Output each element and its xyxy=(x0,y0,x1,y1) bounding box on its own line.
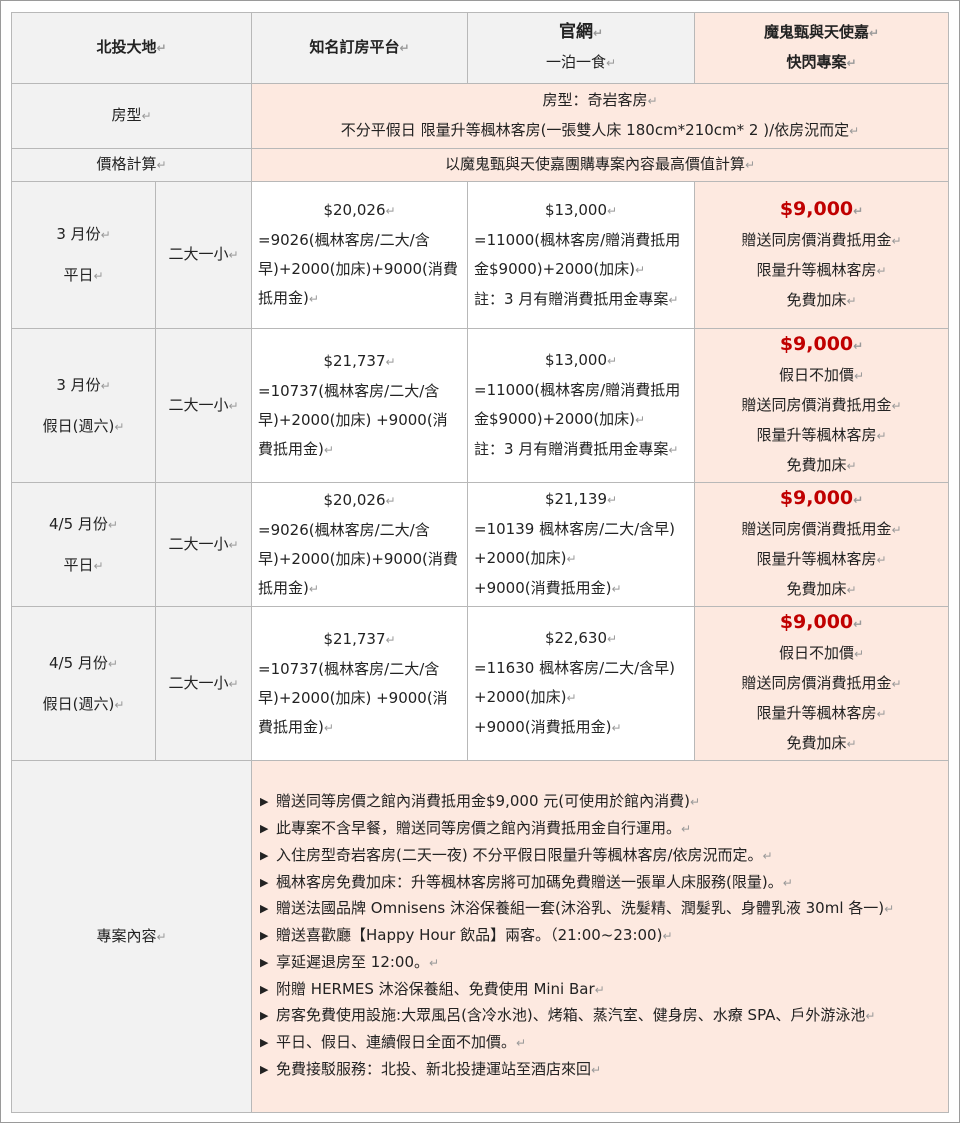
guests-cell: 二大一小↵ xyxy=(154,181,253,329)
plan-item-text: 此專案不含早餐，贈送同等房價之館內消費抵用金自行運用。 xyxy=(276,818,682,837)
plan-item: ▶贈送喜歡廳【Happy Hour 飲品】兩客。（21:00~23:00)↵ xyxy=(260,923,942,950)
room-type-value: 房型：奇岩客房↵ 不分平假日 限量升等楓林客房(一張雙人床 180cm*210c… xyxy=(251,83,950,149)
plan-content-list: ▶贈送同等房價之館內消費抵用金$9,000 元(可使用於館內消費)↵▶此專案不含… xyxy=(251,760,950,1113)
header-flash-deal: 魔鬼甄與天使嘉↵ 快閃專案↵ xyxy=(694,12,950,84)
platform-price-cell: $21,737↵ =10737(楓林客房/二大/含早)+2000(加床) +90… xyxy=(251,606,469,761)
triangle-bullet-icon: ▶ xyxy=(260,1036,269,1050)
plan-item: ▶享延遲退房至 12:00。↵ xyxy=(260,950,942,977)
plan-item-text: 附贈 HERMES 沐浴保養組、免費使用 Mini Bar xyxy=(276,979,595,998)
deal-price-cell: $9,000↵ 假日不加價↵ 贈送同房價消費抵用金↵ 限量升等楓林客房↵ 免費加… xyxy=(694,328,950,483)
plan-item: ▶平日、假日、連續假日全面不加價。↵ xyxy=(260,1030,942,1057)
guests-cell: 二大一小↵ xyxy=(154,606,253,761)
platform-price-cell: $20,026↵ =9026(楓林客房/二大/含早)+2000(加床)+9000… xyxy=(251,181,469,329)
room-type-label: 房型↵ xyxy=(10,83,253,149)
deal-price-cell: $9,000↵ 贈送同房價消費抵用金↵ 限量升等楓林客房↵ 免費加床↵ xyxy=(694,482,950,607)
plan-item-text: 楓林客房免費加床：升等楓林客房將可加碼免費贈送一張單人床服務(限量)。 xyxy=(276,872,783,891)
header-row: 北投大地↵ 知名訂房平台↵ 官網↵ 一泊一食↵ 魔鬼甄與天使嘉↵ 快閃專案↵ xyxy=(10,12,950,84)
guests-cell: 二大一小↵ xyxy=(154,328,253,483)
plan-content-label: 專案內容↵ xyxy=(10,760,253,1113)
plan-items: ▶贈送同等房價之館內消費抵用金$9,000 元(可使用於館內消費)↵▶此專案不含… xyxy=(252,786,948,1087)
deal-price-cell: $9,000↵ 贈送同房價消費抵用金↵ 限量升等楓林客房↵ 免費加床↵ xyxy=(694,181,950,329)
plan-item: ▶免費接駁服務：北投、新北投捷運站至酒店來回↵ xyxy=(260,1057,942,1084)
official-price-cell: $21,139↵ =10139 楓林客房/二大/含早) +2000(加床)↵ +… xyxy=(467,482,696,607)
plan-item: ▶楓林客房免費加床：升等楓林客房將可加碼免費贈送一張單人床服務(限量)。↵ xyxy=(260,870,942,897)
deal-price-cell: $9,000↵ 假日不加價↵ 贈送同房價消費抵用金↵ 限量升等楓林客房↵ 免費加… xyxy=(694,606,950,761)
official-price-cell: $22,630↵ =11630 楓林客房/二大/含早) +2000(加床)↵ +… xyxy=(467,606,696,761)
price-row-4: 4/5 月份↵ 假日(週六)↵ 二大一小↵ $21,737↵ =10737(楓林… xyxy=(11,606,950,761)
plan-item-text: 贈送同等房價之館內消費抵用金$9,000 元(可使用於館內消費) xyxy=(276,792,690,811)
price-calc-value: 以魔鬼甄與天使嘉團購專案內容最高價值計算↵ xyxy=(251,148,950,182)
plan-item-text: 入住房型奇岩客房(二天一夜) 不分平假日限量升等楓林客房/依房況而定。 xyxy=(276,845,763,864)
plan-item-text: 平日、假日、連續假日全面不加價。 xyxy=(276,1033,517,1052)
guests-cell: 二大一小↵ xyxy=(154,482,253,607)
plan-item-text: 免費接駁服務：北投、新北投捷運站至酒店來回 xyxy=(276,1060,592,1079)
platform-price-cell: $20,026↵ =9026(楓林客房/二大/含早)+2000(加床)+9000… xyxy=(251,482,469,607)
price-row-1: 3 月份↵ 平日↵ 二大一小↵ $20,026↵ =9026(楓林客房/二大/含… xyxy=(11,181,950,329)
triangle-bullet-icon: ▶ xyxy=(260,1063,269,1077)
room-type-row: 房型↵ 房型：奇岩客房↵ 不分平假日 限量升等楓林客房(一張雙人床 180cm*… xyxy=(10,83,950,149)
period-cell: 3 月份↵ 平日↵ xyxy=(11,181,156,329)
comparison-table: 北投大地↵ 知名訂房平台↵ 官網↵ 一泊一食↵ 魔鬼甄與天使嘉↵ 快閃專案↵ 房… xyxy=(10,12,950,1113)
period-cell: 4/5 月份↵ 假日(週六)↵ xyxy=(11,606,156,761)
triangle-bullet-icon: ▶ xyxy=(260,875,269,889)
plan-item: ▶附贈 HERMES 沐浴保養組、免費使用 Mini Bar↵ xyxy=(260,977,942,1004)
triangle-bullet-icon: ▶ xyxy=(260,1009,269,1023)
header-booking-platform: 知名訂房平台↵ xyxy=(251,12,469,84)
plan-item: ▶此專案不含早餐，贈送同等房價之館內消費抵用金自行運用。↵ xyxy=(260,816,942,843)
plan-item-text: 房客免費使用設施:大眾風呂(含冷水池)、烤箱、蒸汽室、健身房、水療 SPA、戶外… xyxy=(276,1006,866,1025)
plan-item-text: 贈送法國品牌 Omnisens 沐浴保養組一套(沐浴乳、洗髮精、潤髮乳、身體乳液… xyxy=(276,899,885,918)
official-price-cell: $13,000↵ =11000(楓林客房/贈消費抵用金$9000)+2000(加… xyxy=(467,181,696,329)
plan-item-text: 享延遲退房至 12:00。 xyxy=(276,952,430,971)
price-calc-label: 價格計算↵ xyxy=(10,148,253,182)
triangle-bullet-icon: ▶ xyxy=(260,821,269,835)
price-row-3: 4/5 月份↵ 平日↵ 二大一小↵ $20,026↵ =9026(楓林客房/二大… xyxy=(11,482,950,607)
triangle-bullet-icon: ▶ xyxy=(260,902,269,916)
official-price-cell: $13,000↵ =11000(楓林客房/贈消費抵用金$9000)+2000(加… xyxy=(467,328,696,483)
triangle-bullet-icon: ▶ xyxy=(260,955,269,969)
platform-price-cell: $21,737↵ =10737(楓林客房/二大/含早)+2000(加床) +90… xyxy=(251,328,469,483)
triangle-bullet-icon: ▶ xyxy=(260,848,269,862)
price-row-2: 3 月份↵ 假日(週六)↵ 二大一小↵ $21,737↵ =10737(楓林客房… xyxy=(11,328,950,483)
header-hotel: 北投大地↵ xyxy=(10,12,253,84)
plan-item: ▶ 房客免費使用設施:大眾風呂(含冷水池)、烤箱、蒸汽室、健身房、水療 SPA、戶… xyxy=(260,1003,942,1030)
triangle-bullet-icon: ▶ xyxy=(260,929,269,943)
plan-item: ▶ 贈送法國品牌 Omnisens 沐浴保養組一套(沐浴乳、洗髮精、潤髮乳、身體乳… xyxy=(260,896,942,923)
plan-item-text: 贈送喜歡廳【Happy Hour 飲品】兩客。（21:00~23:00) xyxy=(276,926,663,945)
period-cell: 4/5 月份↵ 平日↵ xyxy=(11,482,156,607)
price-calc-row: 價格計算↵ 以魔鬼甄與天使嘉團購專案內容最高價值計算↵ xyxy=(10,148,950,182)
triangle-bullet-icon: ▶ xyxy=(260,795,269,809)
header-official-site: 官網↵ 一泊一食↵ xyxy=(467,12,696,84)
plan-item: ▶入住房型奇岩客房(二天一夜) 不分平假日限量升等楓林客房/依房況而定。↵ xyxy=(260,843,942,870)
triangle-bullet-icon: ▶ xyxy=(260,982,269,996)
plan-item: ▶贈送同等房價之館內消費抵用金$9,000 元(可使用於館內消費)↵ xyxy=(260,789,942,816)
period-cell: 3 月份↵ 假日(週六)↵ xyxy=(11,328,156,483)
plan-content-row: 專案內容↵ ▶贈送同等房價之館內消費抵用金$9,000 元(可使用於館內消費)↵… xyxy=(10,760,950,1113)
